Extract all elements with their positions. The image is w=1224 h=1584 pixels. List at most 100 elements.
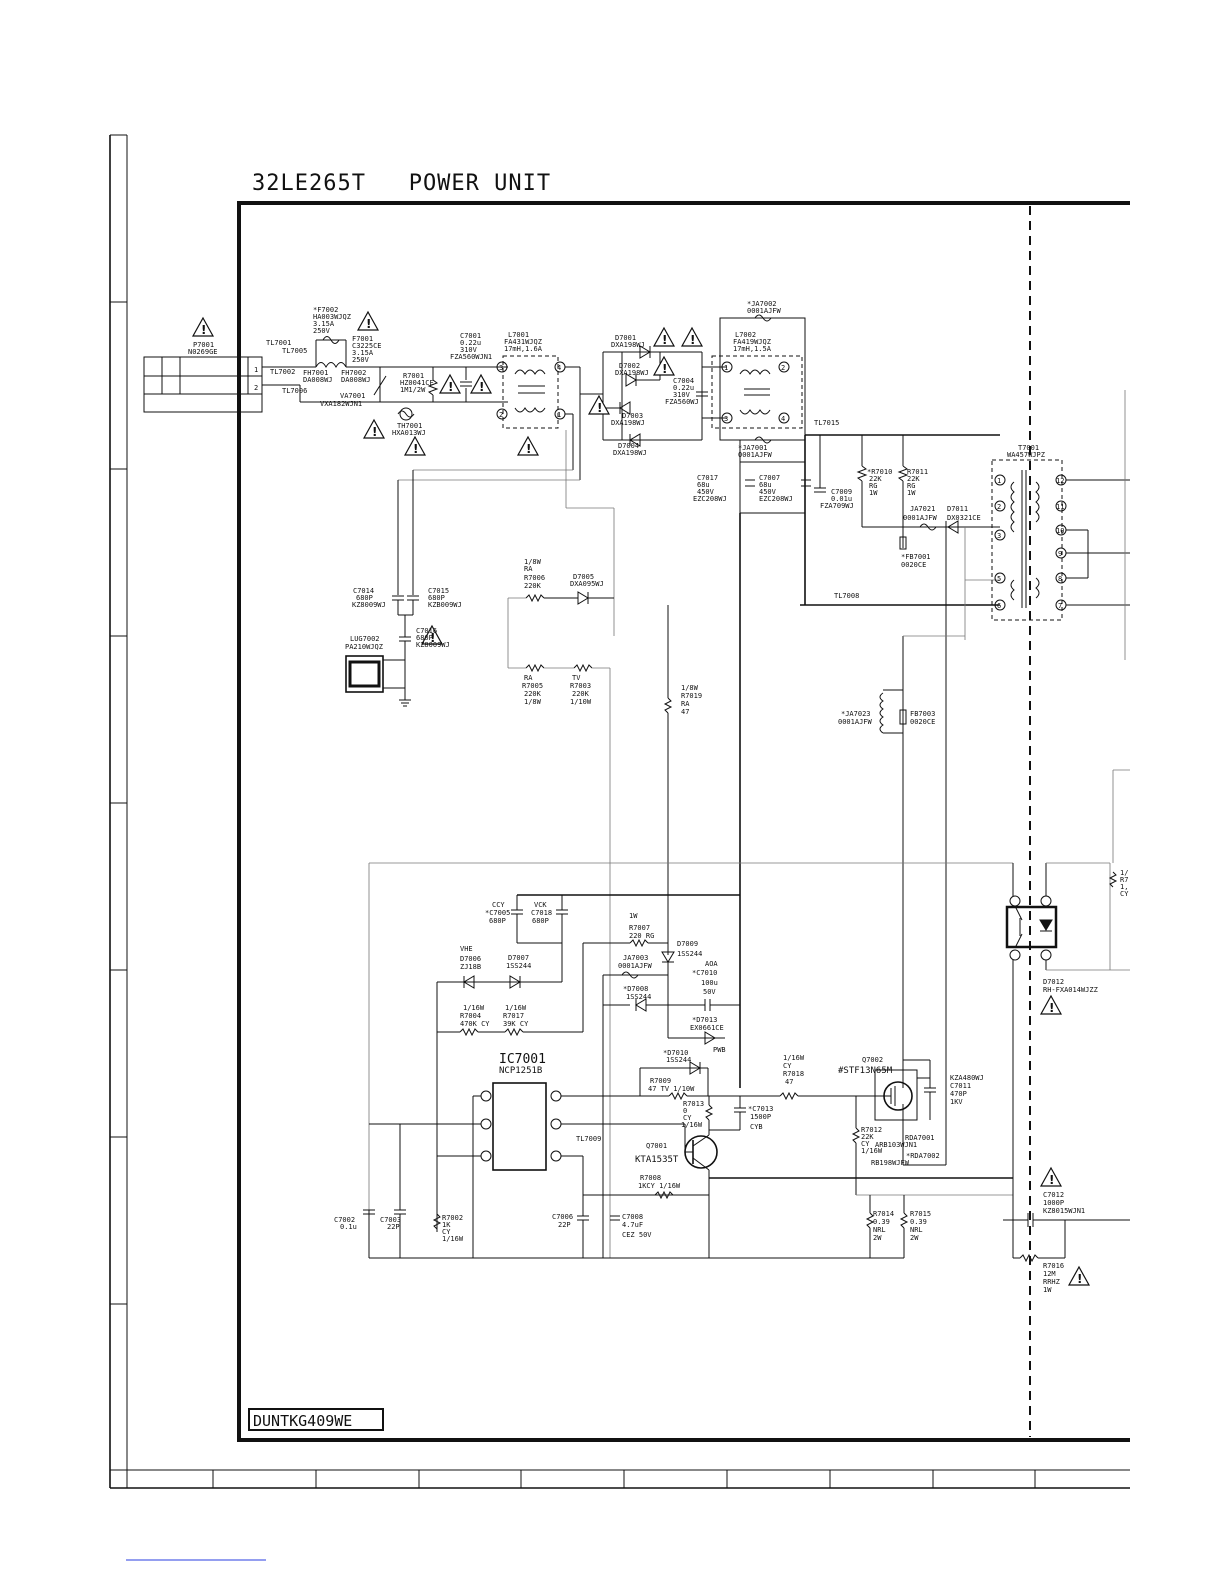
ja7023-ref: *JA7023 — [841, 710, 871, 718]
svg-text:1/16W: 1/16W — [505, 1004, 527, 1012]
svg-text:C7007: C7007 — [759, 474, 780, 482]
svg-text:RA: RA — [524, 674, 533, 682]
svg-text:D7002: D7002 — [619, 362, 640, 370]
svg-text:R7004: R7004 — [460, 1012, 481, 1020]
svg-text:D7005: D7005 — [573, 573, 594, 581]
controller-network — [368, 862, 1013, 1258]
svg-text:450V: 450V — [759, 488, 777, 496]
svg-text:10: 10 — [1056, 527, 1064, 535]
svg-text:AOA: AOA — [705, 960, 718, 968]
svg-text:C7011: C7011 — [950, 1082, 971, 1090]
svg-text:*D7008: *D7008 — [623, 985, 648, 993]
svg-text:KZ8015WJN1: KZ8015WJN1 — [1043, 1207, 1085, 1215]
svg-text:CY: CY — [683, 1114, 692, 1122]
svg-text:R7007: R7007 — [629, 924, 650, 932]
svg-text:F7001: F7001 — [352, 335, 373, 343]
svg-text:0.39: 0.39 — [910, 1218, 927, 1226]
svg-text:4: 4 — [557, 364, 561, 372]
svg-text:FA419WJQZ: FA419WJQZ — [733, 338, 771, 346]
svg-text:1,: 1, — [1120, 883, 1128, 891]
svg-text:68u: 68u — [759, 481, 772, 489]
page-title: 32LE265T POWER UNIT — [252, 171, 551, 196]
svg-text:LUG7002: LUG7002 — [350, 635, 380, 643]
svg-text:R7011: R7011 — [907, 468, 928, 476]
svg-text:5: 5 — [997, 575, 1001, 583]
svg-text:1: 1 — [997, 477, 1001, 485]
svg-text:TL7002: TL7002 — [270, 368, 295, 376]
svg-text:*D7013: *D7013 — [692, 1016, 717, 1024]
svg-text:CYB: CYB — [750, 1123, 763, 1131]
startup-labels: 1/8W RA R7006 220K D7005 DXA095WJ RA R70… — [522, 558, 702, 716]
svg-text:ARB103WJN1: ARB103WJN1 — [875, 1141, 917, 1149]
gate-drain-network — [879, 635, 965, 1065]
fb7003-ref: FB7003 — [910, 710, 935, 718]
svg-text:RDA7001: RDA7001 — [905, 1134, 935, 1142]
svg-text:JA7003: JA7003 — [623, 954, 648, 962]
svg-text:KZ8009WJ: KZ8009WJ — [352, 601, 386, 609]
svg-text:680P: 680P — [428, 594, 445, 602]
svg-text:R7013: R7013 — [683, 1100, 704, 1108]
warning-icon — [439, 374, 461, 395]
svg-text:R7002: R7002 — [442, 1214, 463, 1222]
ja7023-part: 0001AJFW — [838, 718, 873, 726]
svg-text:3.15A: 3.15A — [352, 349, 374, 357]
bleed-labels: *R7010 22K RG 1W R7011 22K RG 1W JA7021 … — [834, 468, 981, 600]
p7001-ref: P7001 — [193, 341, 214, 349]
svg-text:1500P: 1500P — [750, 1113, 771, 1121]
svg-text:FH7001: FH7001 — [303, 369, 328, 377]
svg-text:3: 3 — [724, 415, 728, 423]
svg-text:TL7006: TL7006 — [282, 387, 307, 395]
svg-text:39K CY: 39K CY — [503, 1020, 529, 1028]
svg-text:D7004: D7004 — [618, 442, 639, 450]
svg-text:680P: 680P — [532, 917, 549, 925]
svg-text:KTA1535T: KTA1535T — [635, 1155, 679, 1165]
svg-text:TL7009: TL7009 — [576, 1135, 601, 1143]
svg-text:1W: 1W — [1043, 1286, 1052, 1294]
svg-text:11: 11 — [1056, 503, 1064, 511]
bulk-caps — [745, 435, 1000, 1165]
svg-text:*F7002: *F7002 — [313, 306, 338, 314]
svg-text:1/8W: 1/8W — [524, 698, 542, 706]
svg-text:R7019: R7019 — [681, 692, 702, 700]
mosfet-labels: Q7002 #STF13N65M KZA480WJ C7011 470P 1KV… — [838, 1056, 984, 1242]
svg-text:EX0661CE: EX0661CE — [690, 1024, 724, 1032]
svg-text:0.22u: 0.22u — [460, 339, 481, 347]
svg-text:VXA182WJN1: VXA182WJN1 — [320, 400, 362, 408]
svg-text:450V: 450V — [697, 488, 715, 496]
svg-text:L7002: L7002 — [735, 331, 756, 339]
svg-text:ZJ18B: ZJ18B — [460, 963, 481, 971]
svg-text:JA7021: JA7021 — [910, 505, 935, 513]
svg-text:17mH,1.5A: 17mH,1.5A — [733, 345, 772, 353]
svg-text:680P: 680P — [416, 634, 433, 642]
svg-text:CY: CY — [861, 1140, 870, 1148]
svg-text:NRL: NRL — [873, 1226, 886, 1234]
svg-text:0: 0 — [683, 1107, 687, 1115]
svg-text:0.1u: 0.1u — [340, 1223, 357, 1231]
svg-text:*C7005: *C7005 — [485, 909, 510, 917]
svg-text:TL7001: TL7001 — [266, 339, 291, 347]
svg-text:VCK: VCK — [534, 901, 547, 909]
svg-text:470K CY: 470K CY — [460, 1020, 490, 1028]
svg-text:3: 3 — [997, 532, 1001, 540]
ac-input-wiring — [262, 336, 508, 421]
svg-text:R7001: R7001 — [403, 372, 424, 380]
svg-text:1: 1 — [557, 411, 561, 419]
svg-text:L7001: L7001 — [508, 331, 529, 339]
controller-labels: CCY *C7005 680P VCK C7018 680P 1W R7007 … — [460, 901, 726, 1054]
svg-text:EZC208WJ: EZC208WJ — [759, 495, 793, 503]
svg-text:CY: CY — [1120, 890, 1129, 898]
svg-text:D7009: D7009 — [677, 940, 698, 948]
svg-text:#STF13N65M: #STF13N65M — [838, 1066, 893, 1076]
svg-text:C7018: C7018 — [531, 909, 552, 917]
ic7001-ref: IC7001 — [499, 1052, 546, 1067]
svg-text:2W: 2W — [873, 1234, 882, 1242]
svg-text:R7: R7 — [1120, 876, 1128, 884]
svg-text:6: 6 — [997, 602, 1001, 610]
svg-text:1000P: 1000P — [1043, 1199, 1064, 1207]
svg-text:C7014: C7014 — [353, 587, 374, 595]
page-frame — [109, 134, 1130, 1561]
svg-text:*RDA7002: *RDA7002 — [906, 1152, 940, 1160]
connector-p7001: 1 2 P7001 N0269GE — [143, 341, 263, 413]
svg-text:310V: 310V — [673, 391, 691, 399]
svg-text:R7006: R7006 — [524, 574, 545, 582]
